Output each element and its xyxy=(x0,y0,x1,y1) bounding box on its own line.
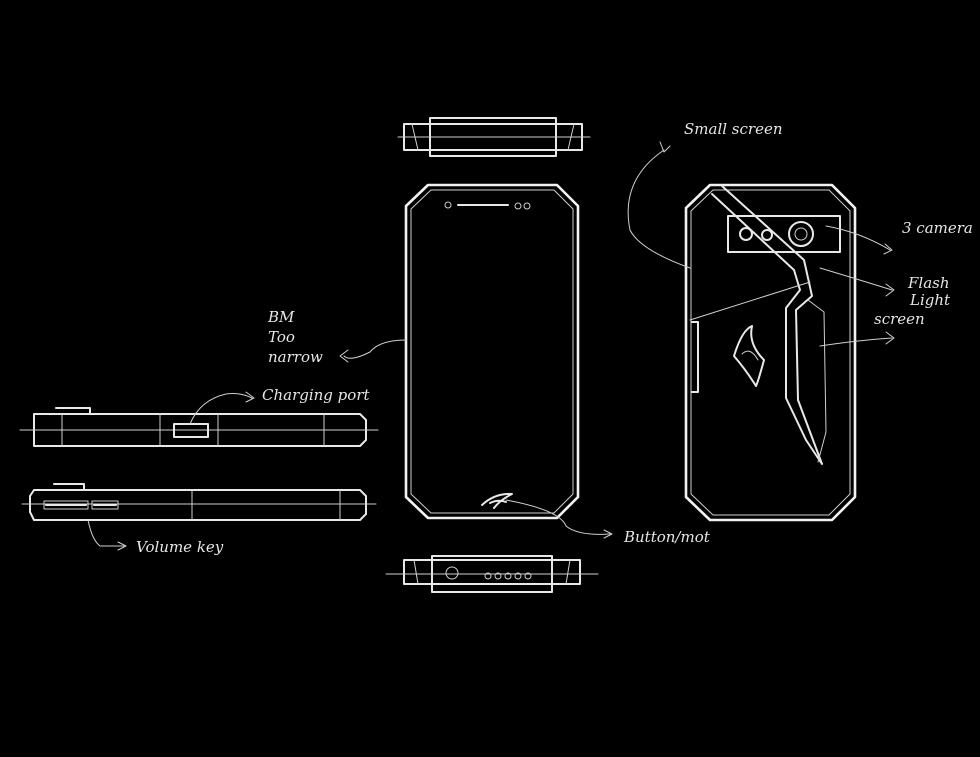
phone-bottom-view xyxy=(385,555,599,593)
label-bm-3: narrow xyxy=(268,348,323,366)
back-secondary-screen xyxy=(711,185,827,465)
label-flash: Flash xyxy=(907,274,950,292)
label-charging-port: Charging port xyxy=(262,386,370,404)
earpiece-speaker xyxy=(444,201,531,210)
label-screen: screen xyxy=(874,310,925,328)
rog-logo-front xyxy=(481,492,513,509)
label-small-screen: Small screen xyxy=(684,120,783,138)
label-three-camera: 3 camera xyxy=(902,219,973,237)
rog-logo-back xyxy=(733,325,765,387)
label-volume-key: Volume key xyxy=(136,538,224,556)
phone-front-view xyxy=(404,183,580,520)
phone-back-view xyxy=(684,183,857,522)
label-bm-1: BM xyxy=(267,308,295,326)
phone-side-view-top xyxy=(19,407,379,447)
headphone-jack-icon xyxy=(445,566,459,580)
annotation-leaders xyxy=(87,141,895,551)
charging-port-icon xyxy=(173,423,209,438)
phone-side-view-bottom xyxy=(21,483,377,521)
camera-module xyxy=(727,215,841,253)
phone-top-view xyxy=(397,117,591,157)
label-button-mot: Button/mot xyxy=(623,528,711,546)
label-bm-2: Too xyxy=(268,328,295,346)
label-light: Light xyxy=(909,291,951,309)
